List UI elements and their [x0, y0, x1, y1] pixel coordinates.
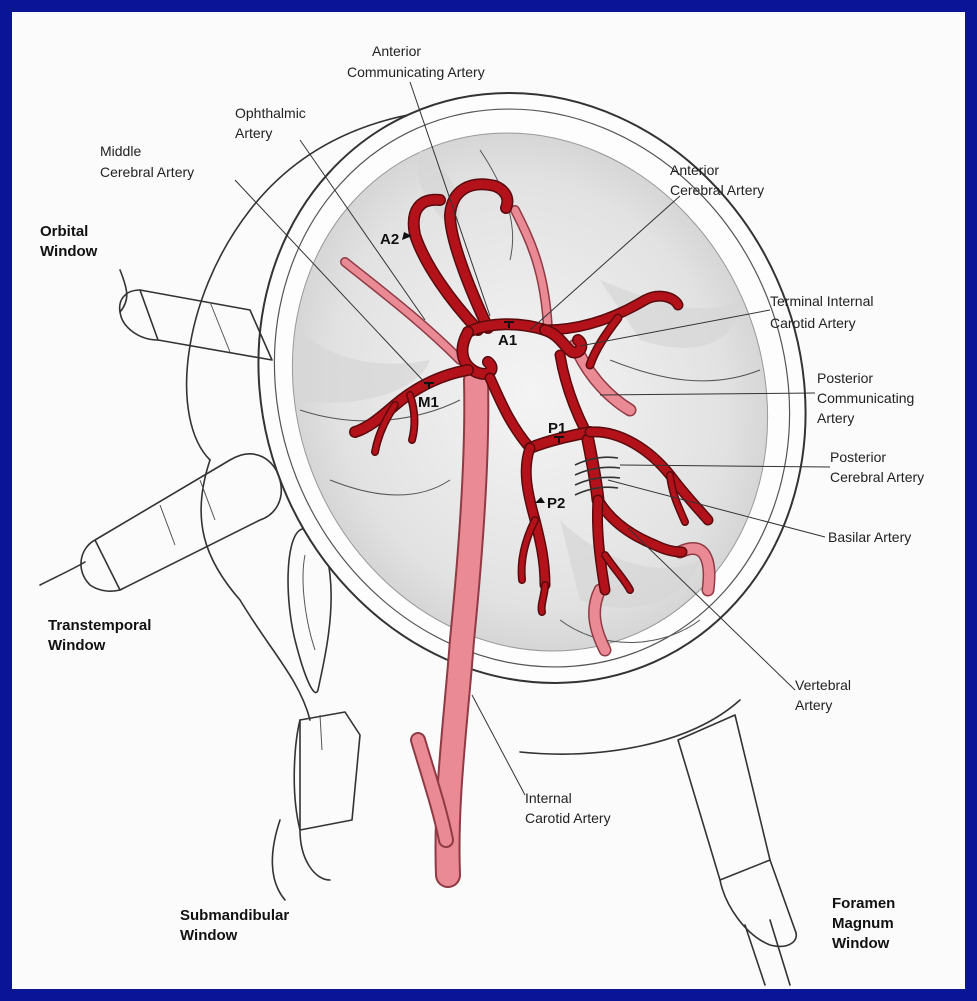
label-middle-cerebral-line1: Middle	[100, 143, 141, 159]
label-vertebral-line2: Artery	[795, 697, 832, 713]
label-submandibular-window-line1: Submandibular	[180, 907, 289, 924]
label-posterior-cerebral-line1: Posterior	[830, 449, 886, 465]
segment-label-p1: P1	[548, 420, 566, 437]
label-middle-cerebral-line2: Cerebral Artery	[100, 164, 194, 180]
label-ophthalmic-line1: Ophthalmic	[235, 105, 306, 121]
transtemporal-probe	[40, 454, 281, 591]
label-terminal-internal-carotid-line1: Terminal Internal	[770, 293, 874, 309]
diagram-canvas: Anterior Communicating Artery Ophthalmic…	[12, 12, 965, 989]
segment-label-a2: A2	[380, 231, 399, 248]
label-anterior-communicating-line1: Anterior	[372, 43, 421, 59]
label-internal-carotid-line1: Internal	[525, 790, 572, 806]
segment-label-p2: P2	[547, 495, 565, 512]
label-internal-carotid-line2: Carotid Artery	[525, 810, 611, 826]
label-basilar: Basilar Artery	[828, 529, 911, 545]
label-foramen-magnum-window-line1: Foramen	[832, 895, 895, 912]
orbital-probe	[120, 270, 272, 360]
label-anterior-cerebral-line1: Anterior	[670, 162, 719, 178]
label-ophthalmic-line2: Artery	[235, 125, 272, 141]
segment-label-a1: A1	[498, 332, 517, 349]
label-posterior-communicating-line2: Communicating	[817, 390, 914, 406]
label-orbital-window-line1: Orbital	[40, 223, 88, 240]
label-submandibular-window-line2: Window	[180, 927, 238, 944]
label-foramen-magnum-window-line3: Window	[832, 935, 890, 952]
label-posterior-communicating-line1: Posterior	[817, 370, 873, 386]
cerebral-arteries-diagram: Anterior Communicating Artery Ophthalmic…	[12, 12, 965, 989]
label-transtemporal-window-line1: Transtemporal	[48, 617, 151, 634]
segment-label-m1: M1	[418, 394, 439, 411]
label-orbital-window-line2: Window	[40, 243, 98, 260]
label-terminal-internal-carotid-line2: Carotid Artery	[770, 315, 856, 331]
label-anterior-cerebral-line2: Cerebral Artery	[670, 182, 764, 198]
label-vertebral-line1: Vertebral	[795, 677, 851, 693]
label-transtemporal-window-line2: Window	[48, 637, 106, 654]
label-anterior-communicating-line2: Communicating Artery	[347, 64, 485, 80]
submandibular-probe	[294, 712, 360, 880]
label-posterior-communicating-line3: Artery	[817, 410, 854, 426]
label-posterior-cerebral-line2: Cerebral Artery	[830, 469, 924, 485]
foramen-magnum-probe	[678, 715, 796, 985]
label-foramen-magnum-window-line2: Magnum	[832, 915, 894, 932]
